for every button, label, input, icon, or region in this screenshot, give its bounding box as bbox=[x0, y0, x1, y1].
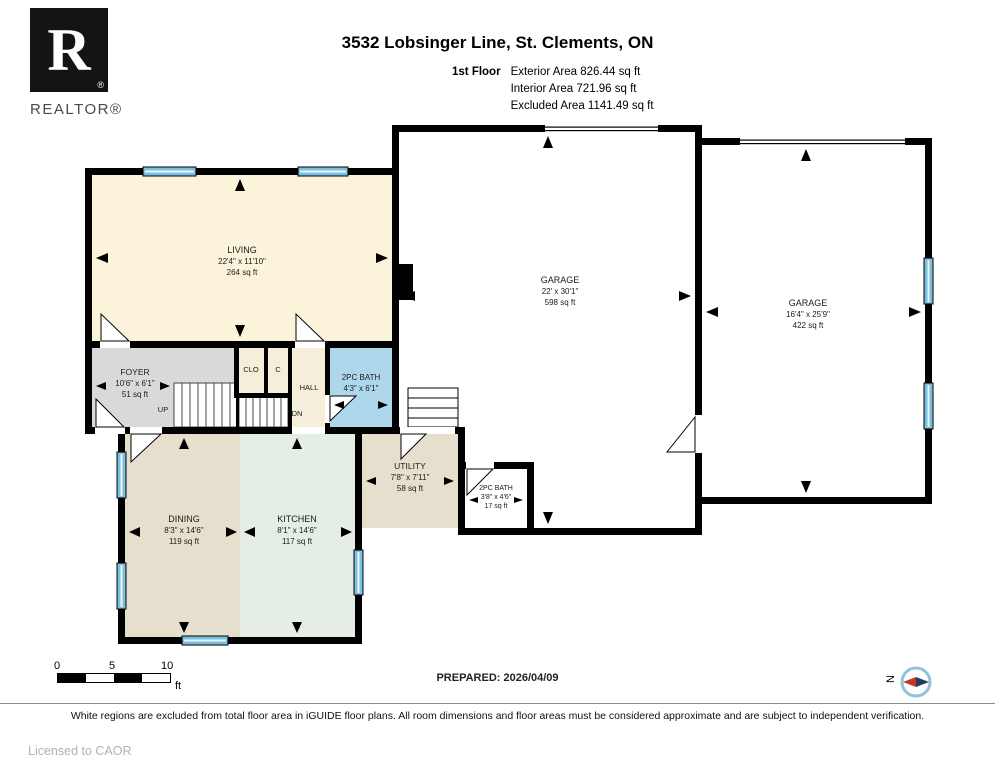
label-garage-2: GARAGE 16'4" x 25'9" 422 sq ft bbox=[786, 298, 830, 330]
smallbath-door-leaf bbox=[466, 468, 495, 497]
garage-door-lines bbox=[545, 126, 905, 145]
label-garage-1: GARAGE 22' x 30'1" 598 sq ft bbox=[541, 275, 580, 307]
scale-unit: ft bbox=[175, 680, 182, 692]
excluded-area: Excluded Area 1141.49 sq ft bbox=[510, 100, 654, 112]
svg-text:119 sq ft: 119 sq ft bbox=[169, 537, 200, 546]
room-labels: LIVING 22'4" x 11'10" 264 sq ft FOYER 10… bbox=[115, 245, 830, 546]
utility-door-leaf bbox=[400, 433, 428, 461]
floor-label: 1st Floor bbox=[452, 66, 501, 78]
svg-text:FOYER: FOYER bbox=[120, 367, 149, 377]
room-bath-fill bbox=[330, 348, 392, 427]
label-kitchen: KITCHEN 8'1" x 14'6" 117 sq ft bbox=[277, 514, 317, 546]
realtor-logo-letter: R bbox=[47, 17, 91, 83]
door-openings bbox=[95, 125, 905, 469]
svg-text:598 sq ft: 598 sq ft bbox=[545, 298, 576, 307]
label-stairs-up: UP bbox=[158, 405, 168, 414]
disclaimer-text: White regions are excluded from total fl… bbox=[70, 710, 925, 722]
floor-info: 1st Floor Exterior Area 826.44 sq ft Int… bbox=[452, 64, 654, 115]
compass-north-label: N bbox=[885, 675, 897, 683]
svg-text:264 sq ft: 264 sq ft bbox=[227, 268, 258, 277]
window-panes bbox=[120, 170, 930, 642]
svg-text:51 sq ft: 51 sq ft bbox=[122, 390, 149, 399]
dimension-arrows bbox=[96, 136, 921, 633]
area-summary: Exterior Area 826.44 sq ft Interior Area… bbox=[511, 64, 654, 115]
living-foyer-door-leaf bbox=[100, 312, 131, 342]
svg-text:8'1" x 14'6": 8'1" x 14'6" bbox=[277, 526, 317, 535]
svg-text:LIVING: LIVING bbox=[227, 245, 257, 255]
realtor-logo: R ® REALTOR® bbox=[30, 8, 150, 118]
license-text: Licensed to CAOR bbox=[28, 744, 132, 758]
svg-text:4'3" x 6'1": 4'3" x 6'1" bbox=[344, 384, 379, 393]
svg-text:117 sq ft: 117 sq ft bbox=[282, 537, 313, 546]
garage-connect-door-leaf bbox=[665, 415, 696, 453]
label-clo: CLO bbox=[243, 365, 259, 374]
footer-divider bbox=[0, 703, 995, 704]
label-living: LIVING 22'4" x 11'10" 264 sq ft bbox=[218, 245, 266, 277]
label-dining: DINING 8'3" x 14'6" 119 sq ft bbox=[164, 514, 204, 546]
svg-text:17 sq ft: 17 sq ft bbox=[485, 503, 508, 510]
living-hall-door-leaf bbox=[295, 312, 326, 342]
realtor-logo-text: REALTOR® bbox=[30, 101, 123, 118]
label-foyer: FOYER 10'6" x 6'1" 51 sq ft bbox=[115, 367, 155, 399]
wall-bumpout bbox=[399, 264, 413, 300]
label-utility: UTILITY 7'8" x 7'11" 58 sq ft bbox=[391, 461, 430, 493]
room-living-fill bbox=[92, 175, 392, 341]
stairs-down bbox=[238, 395, 289, 428]
scale-bar: 0 5 10 ft bbox=[54, 660, 207, 696]
label-bath-main: 2PC BATH 4'3" x 6'1" bbox=[342, 373, 381, 393]
garage-steps bbox=[407, 387, 459, 428]
svg-text:58 sq ft: 58 sq ft bbox=[397, 484, 424, 493]
label-c: C bbox=[275, 365, 281, 374]
room-dining-fill bbox=[125, 434, 240, 637]
scale-tick-10: 10 bbox=[161, 660, 174, 672]
compass-needle-north bbox=[903, 677, 916, 687]
compass-needle-south bbox=[916, 677, 929, 687]
label-hall: HALL bbox=[300, 383, 319, 392]
svg-text:KITCHEN: KITCHEN bbox=[277, 514, 317, 524]
svg-text:2PC BATH: 2PC BATH bbox=[479, 485, 513, 492]
stairs-up bbox=[173, 382, 238, 428]
page-title: 3532 Lobsinger Line, St. Clements, ON bbox=[341, 33, 654, 52]
svg-text:22'4" x 11'10": 22'4" x 11'10" bbox=[218, 257, 266, 266]
svg-text:422 sq ft: 422 sq ft bbox=[793, 321, 824, 330]
realtor-logo-block: R ® bbox=[30, 8, 108, 92]
prepared-date: PREPARED: 2026/04/09 bbox=[436, 672, 559, 684]
svg-text:GARAGE: GARAGE bbox=[789, 298, 828, 308]
dining-door-leaf bbox=[130, 433, 163, 464]
label-bath-small: 2PC BATH 3'8" x 4'6" 17 sq ft bbox=[479, 485, 513, 510]
interior-area: Interior Area 721.96 sq ft bbox=[510, 83, 637, 95]
room-kitchen-fill bbox=[240, 434, 355, 637]
svg-text:8'3" x 14'6": 8'3" x 14'6" bbox=[164, 526, 204, 535]
stair-divider-wall bbox=[236, 383, 239, 427]
svg-text:DINING: DINING bbox=[168, 514, 200, 524]
exterior-area: Exterior Area 826.44 sq ft bbox=[510, 66, 641, 78]
svg-text:3'8" x 4'6": 3'8" x 4'6" bbox=[481, 494, 512, 501]
svg-text:2PC BATH: 2PC BATH bbox=[342, 373, 381, 382]
svg-text:GARAGE: GARAGE bbox=[541, 275, 580, 285]
registered-mark-icon: ® bbox=[97, 80, 104, 90]
svg-text:22' x 30'1": 22' x 30'1" bbox=[542, 287, 579, 296]
scale-tick-5: 5 bbox=[109, 660, 116, 672]
compass-icon: N bbox=[885, 666, 932, 698]
label-stairs-down: DN bbox=[292, 409, 303, 418]
scale-tick-0: 0 bbox=[54, 660, 61, 672]
scale-bar-graphic bbox=[57, 673, 171, 683]
svg-text:16'4" x 25'9": 16'4" x 25'9" bbox=[786, 310, 830, 319]
svg-text:10'6" x 6'1": 10'6" x 6'1" bbox=[115, 379, 155, 388]
front-door-leaf bbox=[95, 397, 126, 428]
svg-text:7'8" x 7'11": 7'8" x 7'11" bbox=[391, 473, 430, 482]
svg-text:UTILITY: UTILITY bbox=[394, 461, 426, 471]
